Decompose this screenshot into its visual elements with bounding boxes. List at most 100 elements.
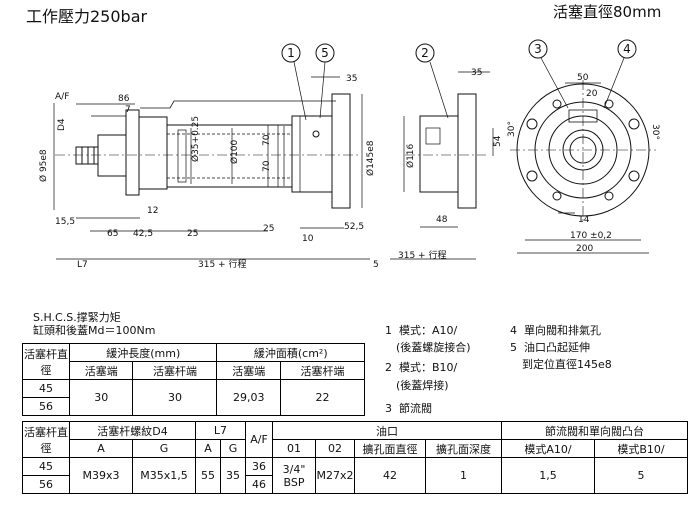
cell-thread-g: M35x1,5 bbox=[132, 457, 196, 494]
legend-item-5-sub: 到定位直徑145e8 bbox=[522, 358, 612, 371]
dim-52-5: 52,5 bbox=[344, 222, 364, 232]
dim-170: 170 ±0,2 bbox=[570, 231, 612, 241]
dim-48: 48 bbox=[436, 215, 448, 225]
callout-3: 3 bbox=[534, 42, 542, 56]
stroke-label-2: 315 + 行程 bbox=[398, 249, 446, 261]
dim-7: 7 bbox=[125, 105, 131, 115]
dim-20: 20 bbox=[586, 89, 598, 99]
legend-item-5: 5 油口凸起延伸 bbox=[510, 341, 590, 354]
header-rod-diameter: 活塞杆直徑 bbox=[22, 343, 70, 380]
stroke-label-1: 315 + 行程 bbox=[198, 258, 246, 270]
dim-42-5: 42,5 bbox=[133, 229, 153, 239]
cushion-table: 活塞杆直徑 緩沖長度(mm) 緩沖面積(cm²) 活塞端 活塞杆端 活塞端 活塞… bbox=[22, 343, 366, 416]
legend-item-1-sub: (後蓋螺旋接合) bbox=[396, 341, 471, 354]
thread-port-table: 活塞杆直徑 活塞杆螺紋D4 L7 A/F 油口 節流閥和單向閥凸台 A G A … bbox=[22, 421, 689, 494]
cell-l7-g: 35 bbox=[220, 457, 246, 494]
dim-35-b: 35 bbox=[471, 68, 482, 78]
cylinder-end-view bbox=[510, 80, 656, 254]
callout-markers bbox=[281, 39, 637, 121]
legend-item-3: 3 節流閥 bbox=[385, 402, 432, 415]
header-port-02: 02 bbox=[315, 439, 355, 458]
cell-rod-45: 45 bbox=[22, 379, 70, 398]
header-af: A/F bbox=[245, 421, 273, 458]
header-len-rod-end: 活塞杆端 bbox=[132, 361, 218, 380]
cell-len-piston: 30 bbox=[68, 379, 134, 416]
header-l7-a: A bbox=[195, 439, 221, 458]
dim-12: 12 bbox=[147, 206, 158, 216]
header-thread-a: A bbox=[69, 439, 133, 458]
dim-65: 65 bbox=[107, 229, 118, 239]
dim-15-5: 15,5 bbox=[55, 217, 75, 227]
angle-30-right: 30° bbox=[650, 124, 660, 140]
header-port-01: 01 bbox=[272, 439, 316, 458]
dim-200: 200 bbox=[576, 244, 593, 254]
legend-item-2: 2 模式：B10/ bbox=[385, 361, 458, 374]
d100-label: Ø100 bbox=[229, 139, 240, 164]
technical-drawing: 1 5 2 3 4 A/F D4 Ø 95e8 Ø35+0.25 Ø100 70… bbox=[38, 39, 660, 270]
d35-label: Ø35+0.25 bbox=[190, 116, 201, 162]
piston-diameter-title: 活塞直徑80mm bbox=[553, 3, 662, 21]
dim-50: 50 bbox=[577, 73, 589, 83]
side-view-dimensions bbox=[53, 76, 370, 260]
callout-1: 1 bbox=[287, 46, 295, 60]
legend-item-2-sub: (後蓋焊接) bbox=[396, 379, 449, 392]
cell-rod-45-2: 45 bbox=[22, 457, 70, 476]
d95-label: Ø 95e8 bbox=[38, 149, 49, 182]
dim-70-upper: 70 bbox=[262, 134, 272, 146]
header-port: 油口 bbox=[272, 421, 502, 440]
header-thread-g: G bbox=[132, 439, 196, 458]
cell-area-piston: 29,03 bbox=[216, 379, 281, 416]
dim-86: 86 bbox=[118, 94, 130, 104]
header-mode-b10: 模式B10/ bbox=[593, 439, 689, 458]
cell-thread-a: M39x3 bbox=[69, 457, 133, 494]
cell-mode-b10: 5 bbox=[593, 457, 689, 494]
dimension-labels: A/F D4 Ø 95e8 Ø35+0.25 Ø100 70 70 Ø145e8… bbox=[38, 68, 660, 270]
header-area-rod-end: 活塞杆端 bbox=[279, 361, 366, 380]
legend-item-1: 1 模式：A10/ bbox=[385, 324, 458, 337]
cell-area-rod: 22 bbox=[279, 379, 366, 416]
cylinder-side-view bbox=[55, 93, 360, 209]
header-bore-depth: 擴孔面深度 bbox=[425, 439, 502, 458]
legend-item-4: 4 單向閥和排氣孔 bbox=[510, 324, 601, 337]
dim-54: 54 bbox=[493, 135, 503, 147]
callout-2: 2 bbox=[421, 46, 429, 60]
cell-af-46: 46 bbox=[245, 475, 273, 494]
d116-label: Ø116 bbox=[405, 143, 416, 168]
dim-5: 5 bbox=[373, 260, 379, 270]
header-l7-g: G bbox=[220, 439, 246, 458]
callout-4: 4 bbox=[623, 42, 631, 56]
dim-10: 10 bbox=[302, 234, 314, 244]
working-pressure-title: 工作壓力250bar bbox=[26, 7, 148, 26]
cell-l7-a: 55 bbox=[195, 457, 221, 494]
cell-port-01: 3/4" BSP bbox=[272, 457, 316, 494]
header-len-piston-end: 活塞端 bbox=[68, 361, 134, 380]
cell-bore-depth: 1 bbox=[425, 457, 502, 494]
d145-label: Ø145e8 bbox=[365, 140, 376, 176]
cell-port-02: M27x2 bbox=[315, 457, 355, 494]
header-thread-d4: 活塞杆螺紋D4 bbox=[69, 421, 196, 440]
l7-label: L7 bbox=[77, 260, 88, 270]
angle-30-left: 30° bbox=[507, 121, 517, 137]
dim-14: 14 bbox=[578, 215, 590, 225]
header-bore-diameter: 擴孔面直徑 bbox=[354, 439, 426, 458]
header-rod-diameter-2: 活塞杆直徑 bbox=[22, 421, 70, 458]
dim-35-a: 35 bbox=[346, 74, 357, 84]
header-cushion-length: 緩沖長度(mm) bbox=[68, 343, 218, 362]
header-boss: 節流閥和單向閥凸台 bbox=[501, 421, 688, 440]
header-area-piston-end: 活塞端 bbox=[216, 361, 281, 380]
torque-note-value: 缸頭和後蓋Md＝100Nm bbox=[33, 324, 156, 337]
header-l7: L7 bbox=[195, 421, 246, 440]
dim-25-a: 25 bbox=[187, 229, 198, 239]
callout-numbers: 1 5 2 3 4 bbox=[287, 42, 631, 60]
cell-af-36: 36 bbox=[245, 457, 273, 476]
dim-25-b: 25 bbox=[263, 224, 274, 234]
cell-bore-diameter: 42 bbox=[354, 457, 426, 494]
af-label: A/F bbox=[55, 92, 69, 102]
header-cushion-area: 緩沖面積(cm²) bbox=[216, 343, 365, 362]
cell-rod-56: 56 bbox=[22, 397, 70, 416]
cell-rod-56-2: 56 bbox=[22, 475, 70, 494]
cell-mode-a10: 1,5 bbox=[501, 457, 595, 494]
cylinder-rear-variant-view bbox=[390, 71, 494, 260]
d4-label: D4 bbox=[57, 118, 67, 131]
cell-len-rod: 30 bbox=[132, 379, 218, 416]
